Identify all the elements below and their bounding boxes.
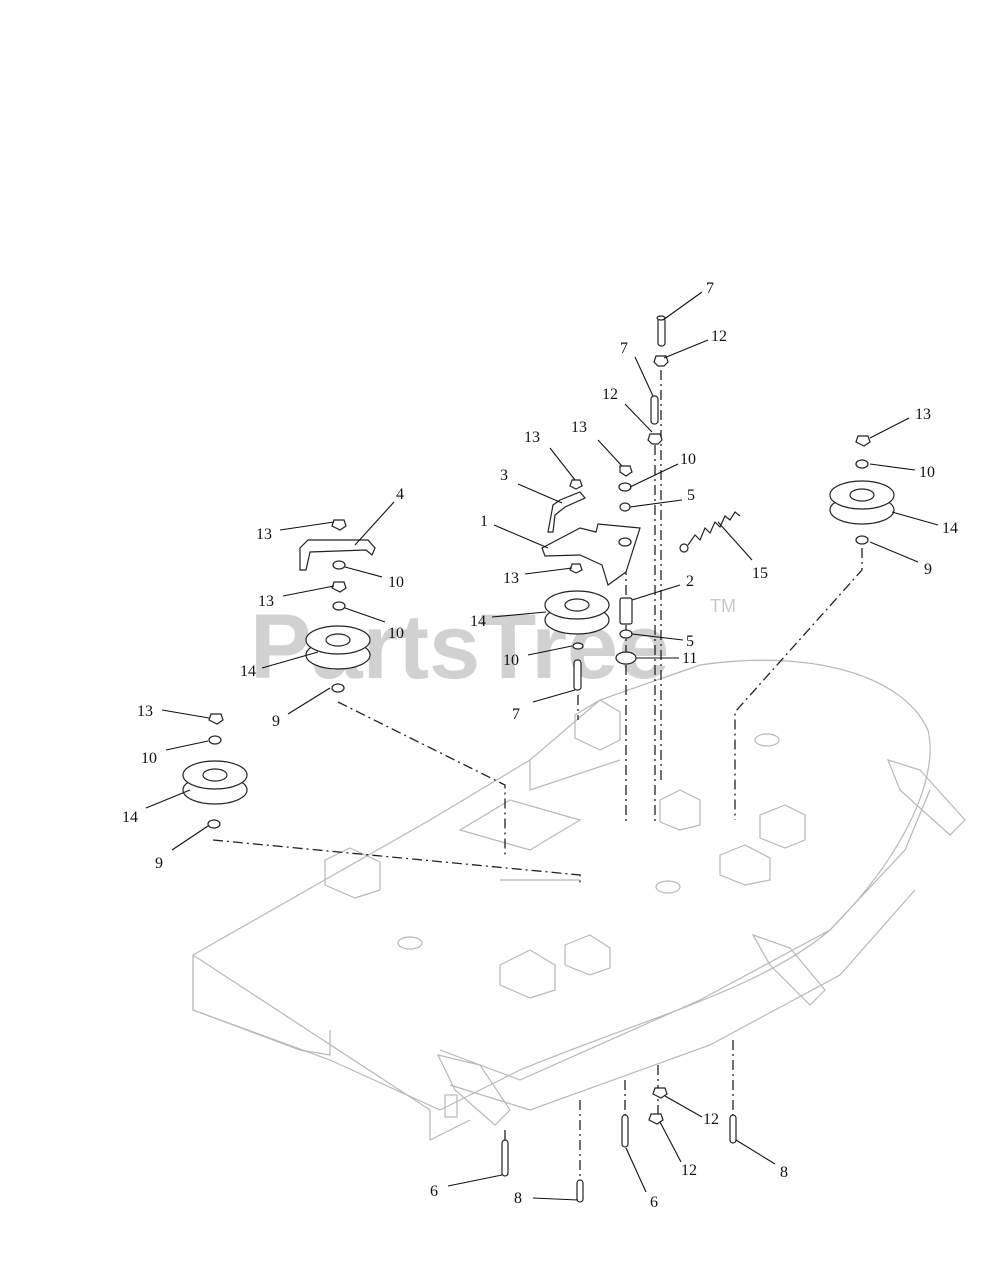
- spacer-5-a: [619, 502, 631, 512]
- callout-label: 9: [272, 713, 280, 730]
- pulley-14-left-lower: [182, 760, 248, 805]
- washer-9-a: [331, 683, 345, 693]
- callout-label: 9: [924, 561, 932, 578]
- bolt-8-center: [576, 1179, 584, 1203]
- bolt-8-right: [729, 1114, 737, 1144]
- leader-lines: [145, 291, 939, 1201]
- nut-13-e: [331, 581, 347, 593]
- callout-label: 5: [687, 487, 695, 504]
- callout-label: 6: [650, 1194, 658, 1211]
- callout-label: 14: [240, 663, 256, 680]
- pulley-14-center: [544, 590, 610, 635]
- nut-13-c: [569, 563, 583, 574]
- callout-label: 13: [915, 406, 931, 423]
- washer-10-d: [332, 601, 346, 611]
- callout-label: 10: [141, 750, 157, 767]
- callout-label: 14: [122, 809, 138, 826]
- callout-label: 10: [680, 451, 696, 468]
- callout-label: 13: [524, 429, 540, 446]
- callout-label: 6: [430, 1183, 438, 1200]
- nut-13-d: [331, 519, 347, 531]
- callout-label: 7: [706, 280, 714, 297]
- callout-label: 15: [752, 565, 768, 582]
- washer-10-e: [208, 735, 222, 745]
- callout-label: 7: [512, 706, 520, 723]
- callout-label: 5: [686, 633, 694, 650]
- nut-12-bottom-a: [652, 1087, 668, 1099]
- bracket-3: [547, 491, 586, 533]
- bolt-6-center: [621, 1114, 629, 1148]
- callout-label: 12: [681, 1162, 697, 1179]
- callout-label: 1: [480, 513, 488, 530]
- bolt-7-mid: [650, 395, 659, 425]
- spacer-2: [619, 597, 633, 625]
- washer-11: [615, 651, 637, 665]
- nut-13-f: [208, 713, 224, 725]
- nut-12-mid: [647, 433, 663, 445]
- bolt-6-left: [501, 1139, 509, 1177]
- nut-13-a: [569, 479, 583, 490]
- callout-label: 12: [602, 386, 618, 403]
- washer-9-c: [855, 535, 869, 545]
- washer-10-a: [618, 482, 632, 492]
- nut-13-b: [619, 465, 633, 477]
- callout-label: 13: [256, 526, 272, 543]
- mower-deck: [192, 659, 966, 1141]
- spring-15: [679, 511, 741, 553]
- watermark-trademark: TM: [710, 596, 736, 616]
- callout-labels: 7 12 7 12 13 13 10 3 5 1 15 13 2 14 5 10…: [122, 280, 958, 1211]
- nut-12-top: [653, 355, 669, 367]
- pulley-14-right: [829, 480, 895, 525]
- callout-label: 14: [470, 613, 486, 630]
- nut-13-g: [855, 435, 871, 447]
- washer-10-f: [855, 459, 869, 469]
- callout-label: 13: [503, 570, 519, 587]
- callout-label: 8: [514, 1190, 522, 1207]
- nut-12-bottom-b: [648, 1113, 664, 1125]
- washer-10-c: [332, 560, 346, 570]
- bracket-4: [299, 539, 376, 571]
- washer-10-b: [572, 642, 584, 650]
- bolt-7-top: [656, 315, 666, 347]
- callout-label: 13: [137, 703, 153, 720]
- callout-label: 10: [503, 652, 519, 669]
- callout-label: 10: [388, 625, 404, 642]
- callout-label: 9: [155, 855, 163, 872]
- callout-label: 13: [571, 419, 587, 436]
- callout-label: 2: [686, 573, 694, 590]
- pulley-14-left-upper: [305, 625, 371, 670]
- spacer-5-b: [619, 629, 633, 639]
- callout-label: 4: [396, 486, 404, 503]
- idler-arm-1: [541, 523, 641, 586]
- callout-label: 10: [388, 574, 404, 591]
- callout-label: 13: [258, 593, 274, 610]
- assembly-lines: [212, 370, 863, 1180]
- callout-label: 3: [500, 467, 508, 484]
- callout-label: 7: [620, 340, 628, 357]
- callout-label: 11: [682, 650, 697, 667]
- callout-label: 14: [942, 520, 958, 537]
- callout-label: 12: [711, 328, 727, 345]
- callout-label: 8: [780, 1164, 788, 1181]
- callout-label: 10: [919, 464, 935, 481]
- callout-label: 12: [703, 1111, 719, 1128]
- washer-9-b: [207, 819, 221, 829]
- bolt-7-bottom: [573, 659, 582, 691]
